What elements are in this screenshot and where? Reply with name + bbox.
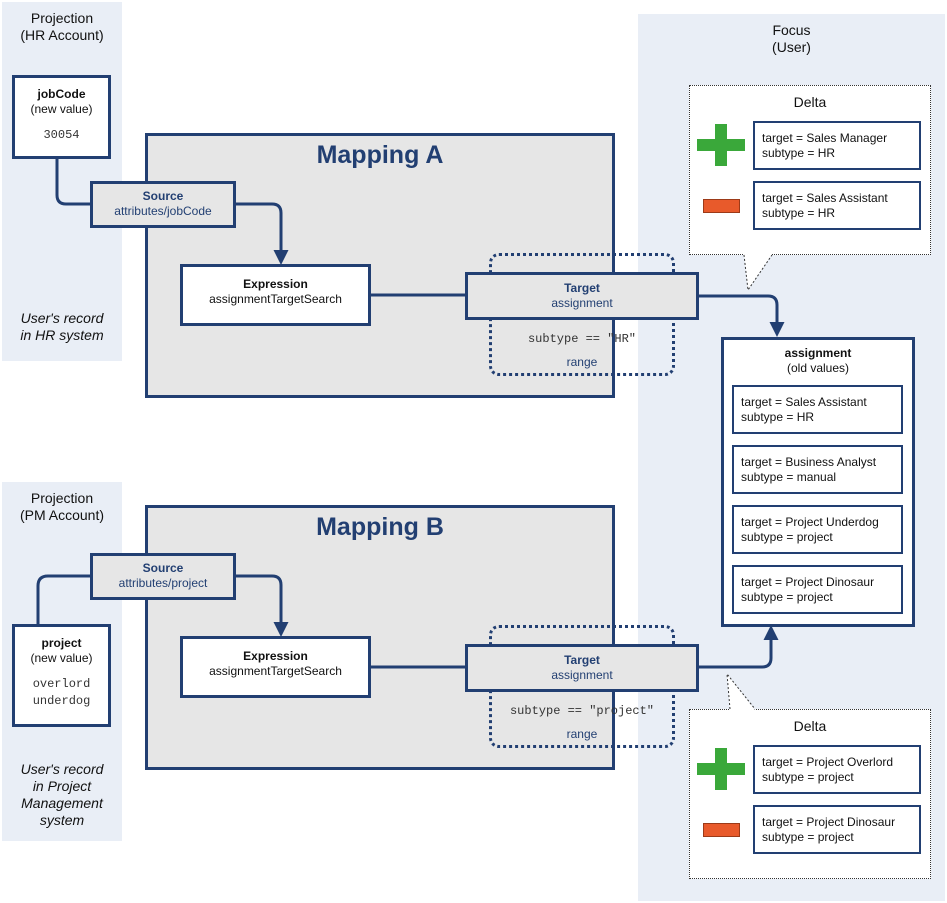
project-attribute: project (new value) overlord underdog: [12, 624, 111, 727]
old-value-item: target = Project Underdog subtype = proj…: [732, 505, 903, 554]
delta-a-remove-item: target = Sales Assistant subtype = HR: [753, 181, 921, 230]
delta-b-title: Delta: [793, 718, 827, 734]
delta-b-add-item: target = Project Overlord subtype = proj…: [753, 745, 921, 794]
plus-icon: [697, 124, 745, 166]
old-value-item: target = Sales Assistant subtype = HR: [732, 385, 903, 434]
mapping-a-box: [145, 133, 615, 398]
mapping-b-expression: Expression assignmentTargetSearch: [180, 636, 371, 698]
pm-projection-title: Projection (PM Account): [19, 490, 105, 523]
delta-a-add-item: target = Sales Manager subtype = HR: [753, 121, 921, 170]
delta-a-title: Delta: [793, 94, 827, 110]
old-value-item: target = Business Analyst subtype = manu…: [732, 445, 903, 494]
pm-caption: User's record in Project Management syst…: [20, 761, 104, 828]
mapping-b-source: Source attributes/project: [90, 553, 236, 600]
mapping-a-range-label: range: [566, 355, 598, 369]
mapping-a-range-filter: subtype == "HR": [527, 332, 637, 346]
mapping-a-expression: Expression assignmentTargetSearch: [180, 264, 371, 326]
hr-caption: User's record in HR system: [20, 310, 104, 343]
jobcode-attribute: jobCode (new value) 30054: [12, 75, 111, 159]
mapping-b-range-filter: subtype == "project": [509, 704, 655, 718]
hr-projection-title: Projection (HR Account): [20, 10, 104, 43]
plus-icon: [697, 748, 745, 790]
mapping-a-title: Mapping A: [316, 141, 444, 169]
mapping-b-target: Target assignment: [465, 644, 699, 692]
delta-b-remove-item: target = Project Dinosaur subtype = proj…: [753, 805, 921, 854]
assignment-header: assignment (old values): [784, 346, 852, 375]
minus-icon: [703, 823, 740, 837]
mapping-b-range-label: range: [566, 727, 598, 741]
mapping-b-title: Mapping B: [316, 513, 444, 541]
mapping-a-source: Source attributes/jobCode: [90, 181, 236, 228]
old-value-item: target = Project Dinosaur subtype = proj…: [732, 565, 903, 614]
focus-title: Focus (User): [772, 22, 811, 55]
mapping-a-target: Target assignment: [465, 272, 699, 320]
minus-icon: [703, 199, 740, 213]
